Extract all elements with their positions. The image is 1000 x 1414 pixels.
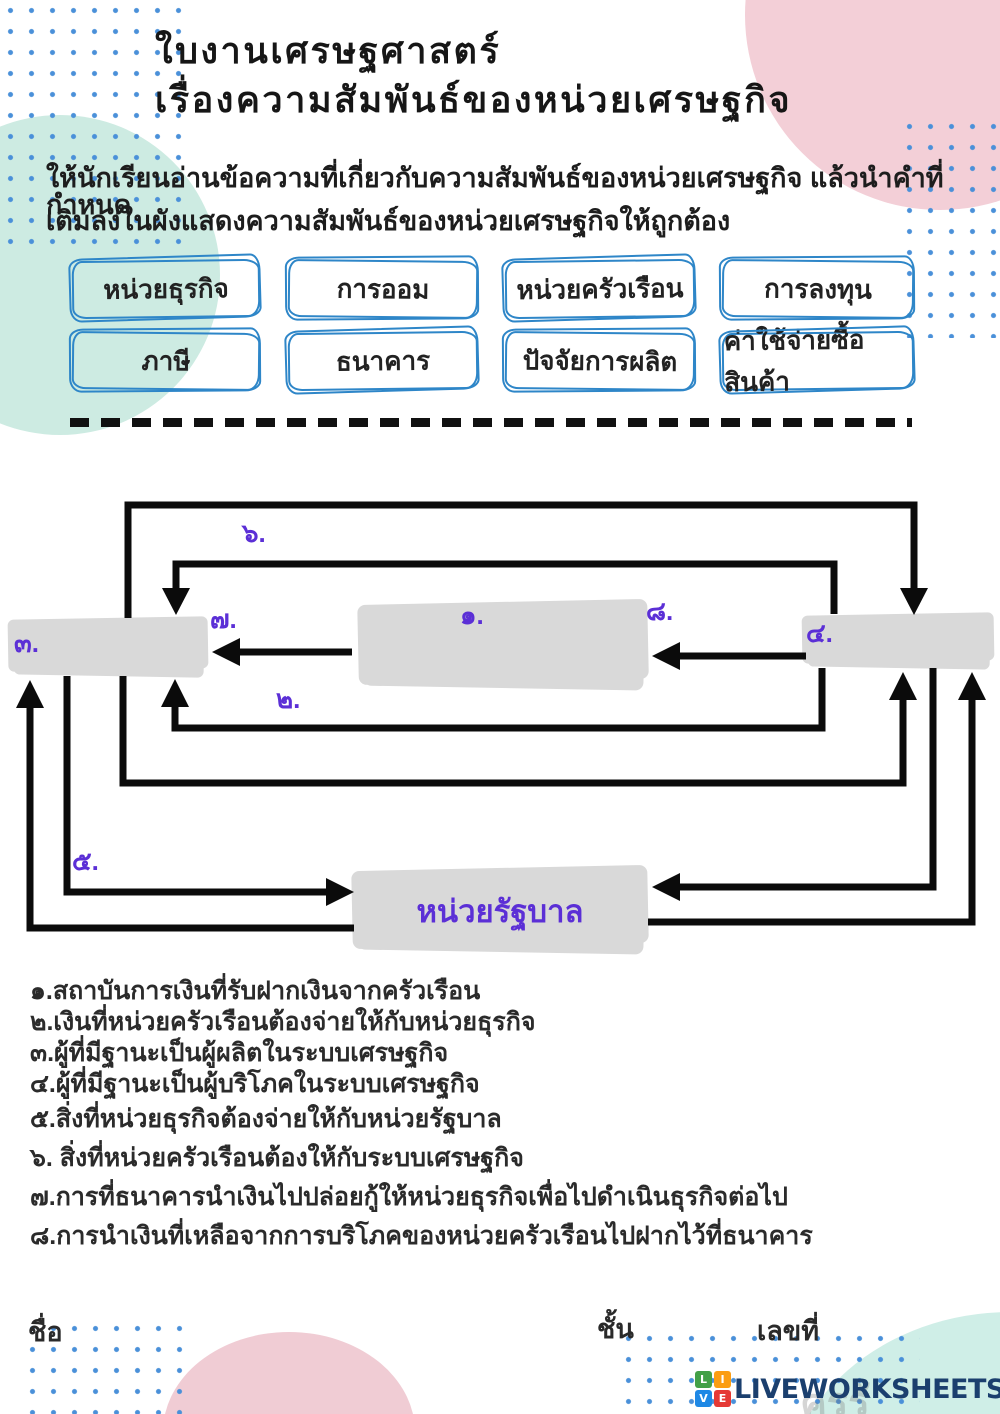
logo-square-l: L <box>695 1371 712 1388</box>
arrow-household-to-government <box>680 668 937 891</box>
word-chip-bank[interactable]: ธนาคาร <box>287 330 479 392</box>
arrowhead-down-left <box>162 588 190 615</box>
word-chip-label: หน่วยครัวเรือน <box>516 272 684 305</box>
liveworksheets-wordmark: LIVEWORKSHEETS <box>734 1373 1000 1405</box>
clue-1: ๑.สถาบันการเงินที่รับฝากเงินจากครัวเรือน <box>30 977 481 1005</box>
arrowhead-up-gov-right <box>958 672 986 700</box>
arrow-business-to-household-top <box>124 501 918 618</box>
word-chip-household-unit[interactable]: หน่วยครัวเรือน <box>504 258 696 320</box>
label-arrow-2: ๒. <box>276 684 301 714</box>
word-chip-label: ค่าใช้จ่ายซื้อสินค้า <box>723 324 865 398</box>
word-chip-label: ภาษี <box>141 345 191 376</box>
clue-list: ๑.สถาบันการเงินที่รับฝากเงินจากครัวเรือน… <box>30 976 970 1256</box>
liveworksheets-logo[interactable]: L I V E LIVEWORKSHEETS <box>695 1371 1000 1407</box>
label-blank-4: ๔. <box>806 618 833 648</box>
clue-8: ๘.การนำเงินที่เหลือจากการบริโภคของหน่วยค… <box>30 1222 813 1250</box>
clue-2: ๒.เงินที่หน่วยครัวเรือนต้องจ่ายให้กับหน่… <box>30 1008 536 1036</box>
word-chip-label: การออม <box>336 273 430 304</box>
label-blank-1: ๑. <box>460 600 484 630</box>
arrowhead-left-gov-right <box>652 873 680 901</box>
arrow-2-household-to-business <box>171 668 826 732</box>
arrowhead-left-8 <box>652 642 680 670</box>
arrowhead-right-5 <box>326 878 354 906</box>
page-title-line2: เรื่องความสัมพันธ์ของหน่วยเศรษฐกิจ <box>155 79 793 120</box>
logo-square-e: E <box>714 1390 731 1407</box>
class-label: ชั้น <box>597 1314 634 1344</box>
arrow-business-to-household-mid <box>119 676 907 787</box>
arrowhead-up-2 <box>161 679 189 707</box>
arrow-5-business-to-government <box>63 676 326 896</box>
arrowhead-up-gov-left <box>16 680 44 708</box>
government-label: หน่วยรัฐบาล <box>416 894 584 929</box>
word-chip-label: การลงทุน <box>763 272 873 305</box>
label-arrow-8: ๘. <box>646 596 674 626</box>
clue-6: ๖. สิ่งที่หน่วยครัวเรือนต้องให้กับระบบเศ… <box>30 1144 524 1172</box>
clue-5: ๕.สิ่งที่หน่วยธุรกิจต้องจ่ายให้กับหน่วยร… <box>30 1105 502 1133</box>
word-chip-saving[interactable]: การออม <box>287 259 479 319</box>
government-box <box>351 865 649 955</box>
label-arrow-7: ๗. <box>210 604 237 634</box>
dot-pattern-bottom-left <box>22 1318 190 1414</box>
name-label: ชื่อ <box>28 1317 63 1347</box>
clue-7: ๗.การที่ธนาคารนำเงินไปปล่อยกู้ให้หน่วยธุ… <box>30 1183 788 1211</box>
page-title-line1: ใบงานเศรษฐศาสตร์ <box>155 30 502 71</box>
instructions-line1: ให้นักเรียนอ่านข้อความที่เกี่ยวกับความสั… <box>46 163 944 220</box>
word-chip-tax[interactable]: ภาษี <box>71 331 261 391</box>
label-arrow-5: ๕. <box>72 846 99 876</box>
answer-blank-4-household[interactable] <box>801 612 995 670</box>
arrowhead-down-right <box>900 588 928 615</box>
arrow-government-to-household <box>648 698 976 926</box>
clue-4: ๔.ผู้ที่มีฐานะเป็นผู้บริโภคในระบบเศรษฐกิ… <box>30 1070 480 1098</box>
economic-flow-diagram <box>7 501 995 955</box>
label-arrow-6: ๖. <box>242 518 266 548</box>
number-label: เลขที่ <box>757 1316 820 1346</box>
word-chip-label: ปัจจัยการผลิต <box>522 344 678 377</box>
logo-square-i: I <box>714 1371 731 1388</box>
word-chip-label: ธนาคาร <box>335 344 431 377</box>
arrow-6-household-to-business <box>172 560 838 614</box>
dashed-divider <box>70 418 912 427</box>
word-chip-investment[interactable]: การลงทุน <box>721 258 915 320</box>
answer-blank-3-business[interactable] <box>7 616 209 678</box>
word-chip-production-factors[interactable]: ปัจจัยการผลิต <box>504 331 696 391</box>
clue-3: ๓.ผู้ที่มีฐานะเป็นผู้ผลิตในระบบเศรษฐกิจ <box>30 1039 449 1067</box>
liveworksheets-icon: L I V E <box>695 1371 731 1407</box>
instructions-line2: เติมลงในผังแสดงความสัมพันธ์ของหน่วยเศรษฐ… <box>46 206 731 236</box>
word-chip-goods-expense[interactable]: ค่าใช้จ่ายซื้อสินค้า <box>721 324 915 397</box>
dot-pattern-bottom-right <box>618 1328 920 1414</box>
pink-blob-bottom-left <box>163 1332 415 1414</box>
word-chip-label: หน่วยธุรกิจ <box>103 272 229 305</box>
arrow-government-to-business <box>26 706 354 932</box>
logo-square-v: V <box>695 1390 712 1407</box>
word-chip-business-unit[interactable]: หน่วยธุรกิจ <box>71 258 261 320</box>
label-blank-3: ๓. <box>14 628 39 658</box>
dot-pattern-top-left <box>0 0 192 252</box>
arrowhead-left-7 <box>212 638 240 666</box>
answer-blank-1-bank[interactable] <box>357 599 649 691</box>
arrowhead-up-mid <box>889 672 917 700</box>
